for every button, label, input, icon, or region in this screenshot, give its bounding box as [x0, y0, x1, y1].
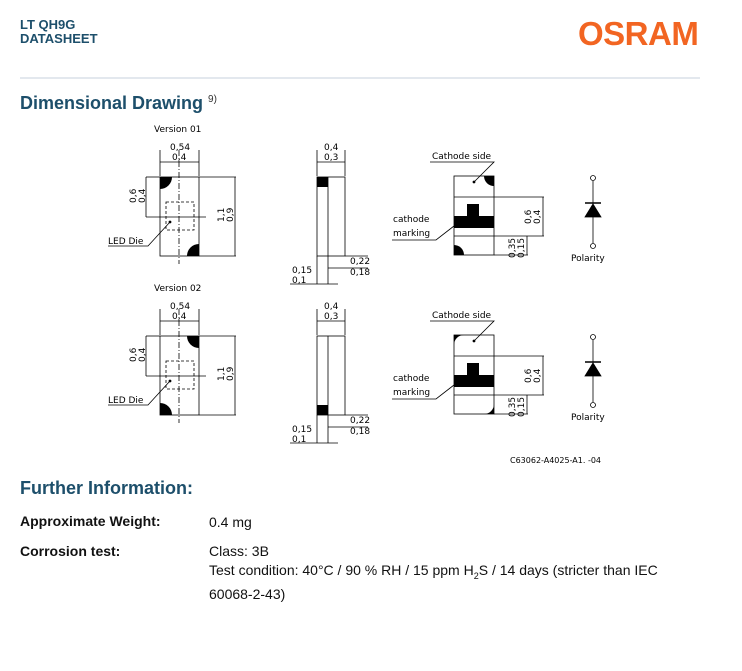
subscript: 2 [473, 570, 479, 581]
side-pad [317, 177, 328, 187]
header-divider [20, 77, 700, 79]
dim-label: 0,22 [350, 416, 370, 426]
corrosion-label: Corrosion test: [20, 543, 121, 559]
dimensional-drawing: Version 01 0,54 0,4 0,6 0,4 1,1 0,9 LED … [107, 125, 605, 465]
dim-label: 0,4 [172, 312, 187, 322]
product-name: LT QH9G [20, 17, 76, 32]
corrosion-class: Class: 3B [209, 543, 269, 559]
dim-label: 0,15 [517, 397, 527, 417]
dim-label: 0,15 [292, 425, 312, 435]
led-die-label: LED Die [108, 237, 144, 247]
dim-label: 0,6 [129, 188, 139, 203]
section-title-text: Dimensional Drawing [20, 93, 204, 113]
dim-label: 0,18 [350, 427, 370, 437]
corner-marker [454, 245, 464, 255]
dim-label: 0,22 [350, 257, 370, 267]
dim-label: 0,9 [226, 207, 236, 222]
dim-label: 0,4 [324, 143, 339, 153]
section-title-further-information: Further Information: [20, 478, 193, 498]
section-title-dimensional-drawing: Dimensional Drawing 9) [20, 93, 217, 114]
document-header: LT QH9G DATASHEET [20, 18, 98, 46]
corrosion-condition: Test condition: 40°C / 90 % RH / 15 ppm … [209, 561, 679, 603]
side-pad [317, 405, 328, 415]
cathode-marking-label: marking [393, 388, 430, 398]
condition-text: Test condition: 40°C / 90 % RH / 15 ppm … [209, 562, 474, 578]
corner-marker [454, 335, 464, 345]
pad-marker [187, 336, 199, 348]
document-type: DATASHEET [20, 31, 98, 46]
version-label: Version 01 [154, 125, 201, 135]
dim-label: 0,6 [524, 368, 534, 383]
pad-marker [187, 244, 199, 256]
dim-label: 0,15 [517, 238, 527, 258]
version-01-drawing: Version 01 0,54 0,4 0,6 0,4 1,1 0,9 LED … [107, 125, 605, 286]
dim-label: 0,4 [533, 368, 543, 383]
drawing-number: C63062-A4025-A1. -04 [510, 456, 601, 465]
footnote-ref: 9) [208, 94, 217, 105]
dim-label: 1,1 [217, 367, 227, 381]
condition-text: S / 14 days (stricter than IEC 60068-2-4… [209, 562, 658, 602]
dim-label: 0,4 [172, 153, 187, 163]
polarity-label: Polarity [571, 254, 605, 264]
dim-label: 0,6 [129, 347, 139, 362]
version-02-drawing: Version 02 0,54 0,4 0,6 0,4 1,1 0,9 LED … [107, 284, 605, 445]
dim-label: 0,6 [524, 209, 534, 224]
corner-marker [484, 404, 494, 414]
dim-label: 0,3 [324, 153, 338, 163]
pad-marker [160, 403, 172, 415]
dim-label: 0,9 [226, 366, 236, 381]
cathode-marking-label: cathode [393, 374, 430, 384]
dim-label: 0,4 [138, 347, 148, 362]
cathode-side-label: Cathode side [432, 311, 492, 321]
dim-label: 0,54 [170, 143, 190, 153]
dim-label: 0,15 [292, 266, 312, 276]
dim-label: 0,4 [324, 302, 339, 312]
dim-label: 0,1 [292, 276, 306, 286]
cathode-marking-label: cathode [393, 215, 430, 225]
dim-label: 0,4 [138, 188, 148, 203]
led-die-label: LED Die [108, 396, 144, 406]
dim-label: 0,54 [170, 302, 190, 312]
corner-marker [484, 176, 494, 186]
dim-label: 0,35 [508, 238, 518, 258]
cathode-marking-label: marking [393, 229, 430, 239]
dim-label: 0,4 [533, 209, 543, 224]
dim-label: 0,35 [508, 397, 518, 417]
dim-label: 0,18 [350, 268, 370, 278]
version-label: Version 02 [154, 284, 201, 294]
osram-logo: OSRAM [578, 15, 699, 52]
pad-marker [160, 177, 172, 189]
cathode-side-label: Cathode side [432, 152, 492, 162]
dim-label: 0,3 [324, 312, 338, 322]
weight-label: Approximate Weight: [20, 513, 161, 529]
dim-label: 1,1 [217, 208, 227, 222]
weight-value: 0.4 mg [209, 514, 252, 530]
dim-label: 0,1 [292, 435, 306, 445]
polarity-label: Polarity [571, 413, 605, 423]
